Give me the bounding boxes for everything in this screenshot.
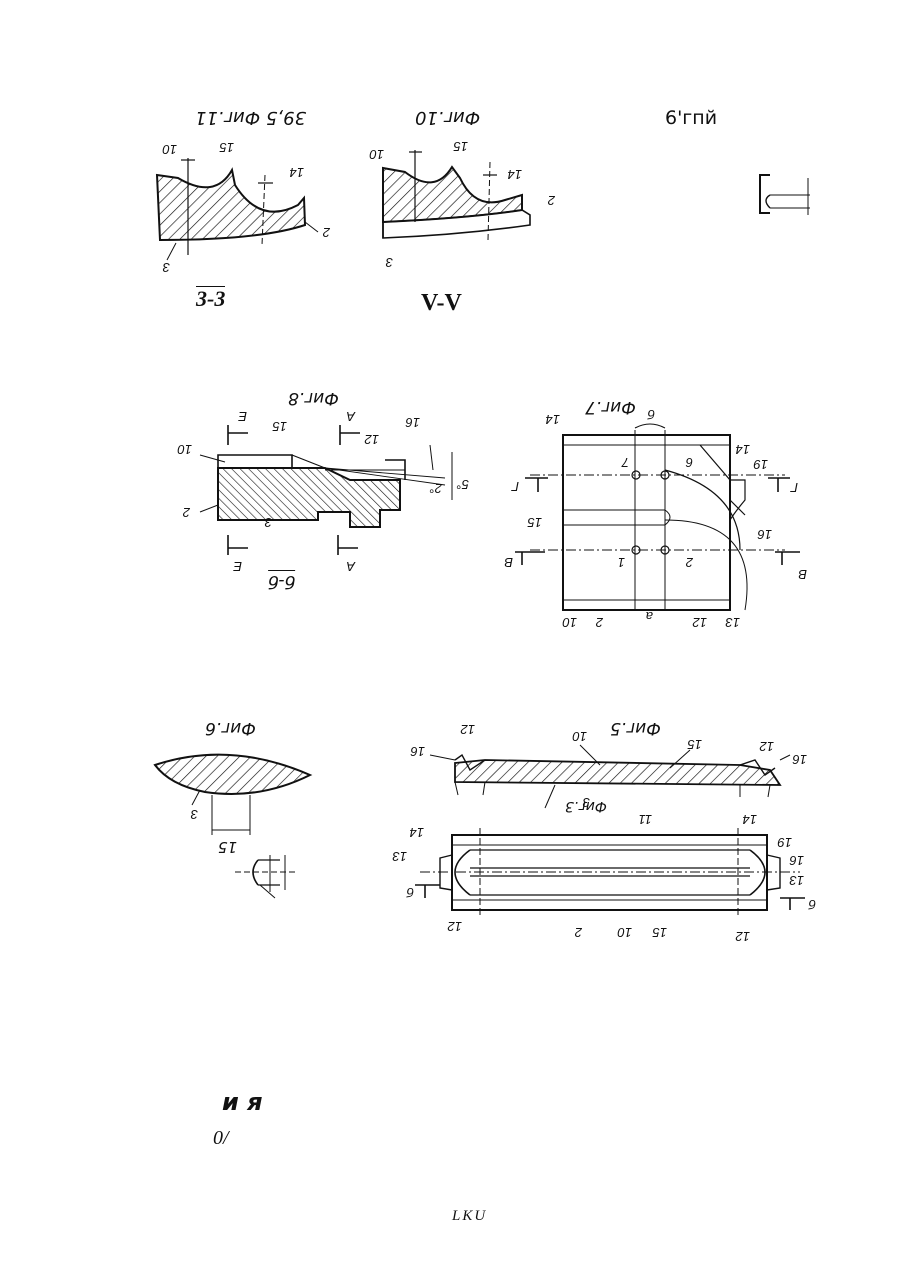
svg-text:12: 12 bbox=[735, 929, 750, 944]
section-v-v-label: V-V bbox=[421, 290, 462, 317]
svg-text:10: 10 bbox=[572, 729, 587, 744]
svg-text:14: 14 bbox=[508, 167, 522, 182]
svg-text:12: 12 bbox=[692, 615, 707, 630]
svg-text:2: 2 bbox=[574, 925, 583, 940]
fig11-drawing: 10 15 14 2 3 bbox=[157, 140, 331, 275]
fig10-caption: Фиг.10 bbox=[415, 107, 480, 128]
svg-text:16: 16 bbox=[410, 744, 425, 759]
svg-text:19: 19 bbox=[754, 457, 768, 472]
svg-text:14: 14 bbox=[743, 812, 757, 827]
svg-text:3: 3 bbox=[162, 260, 170, 275]
svg-text:3: 3 bbox=[264, 515, 272, 530]
svg-text:15: 15 bbox=[687, 737, 702, 752]
fig11-caption: 39,5 Фиг.11 bbox=[195, 107, 306, 128]
svg-text:3: 3 bbox=[190, 807, 198, 822]
svg-text:11: 11 bbox=[639, 812, 653, 827]
svg-text:15: 15 bbox=[453, 139, 468, 154]
svg-text:A: A bbox=[346, 559, 356, 574]
svg-text:14: 14 bbox=[546, 412, 560, 427]
fig6-caption: Фиг.6 bbox=[205, 718, 256, 738]
svg-text:E: E bbox=[238, 409, 247, 424]
svg-text:10: 10 bbox=[177, 442, 192, 457]
svg-text:7: 7 bbox=[621, 455, 629, 470]
svg-text:19: 19 bbox=[778, 835, 792, 850]
footer-bold-text: и я bbox=[222, 1088, 263, 1116]
svg-text:15: 15 bbox=[219, 140, 234, 155]
svg-text:12: 12 bbox=[460, 722, 475, 737]
dimension-15-label: 15 bbox=[218, 838, 237, 856]
svg-text:б: б bbox=[808, 897, 816, 912]
svg-text:2: 2 bbox=[547, 193, 556, 208]
fig3-drawing: 3 14 13 б 11 14 19 16 13 б 12 2 10 15 12 bbox=[392, 795, 816, 944]
svg-text:14: 14 bbox=[736, 442, 750, 457]
svg-text:Г: Г bbox=[511, 479, 519, 494]
svg-text:б: б bbox=[647, 407, 655, 422]
svg-text:2: 2 bbox=[595, 615, 604, 630]
svg-text:16: 16 bbox=[757, 527, 772, 542]
fig7-caption: Фиг.7 bbox=[585, 397, 636, 417]
svg-text:15: 15 bbox=[527, 515, 542, 530]
fig8-caption: Фиг.8 bbox=[288, 388, 339, 408]
section-3-3-label: 3-3 bbox=[196, 286, 225, 311]
svg-text:16: 16 bbox=[792, 752, 807, 767]
fig9-drawing bbox=[760, 175, 810, 215]
footer-mark: 0/ bbox=[213, 1127, 229, 1150]
svg-text:12: 12 bbox=[759, 739, 774, 754]
svg-text:13: 13 bbox=[789, 873, 804, 888]
svg-text:б: б bbox=[406, 885, 414, 900]
svg-text:A: A bbox=[346, 409, 356, 424]
svg-text:12: 12 bbox=[364, 432, 379, 447]
svg-text:Г: Г bbox=[790, 480, 798, 495]
svg-text:2: 2 bbox=[322, 225, 331, 240]
svg-text:1: 1 bbox=[618, 555, 625, 570]
svg-text:2°: 2° bbox=[430, 481, 443, 496]
svg-text:E: E bbox=[233, 559, 242, 574]
svg-text:5°: 5° bbox=[457, 477, 469, 492]
fig5-caption: Фиг.5 bbox=[610, 718, 661, 738]
fig5-drawing: 12 16 10 15 12 16 bbox=[410, 722, 807, 808]
svg-text:15: 15 bbox=[272, 419, 287, 434]
svg-text:16: 16 bbox=[405, 415, 420, 430]
fig7-drawing: 14 14 19 7 6 15 16 1 2 б a 10 2 12 13 Г … bbox=[504, 407, 807, 630]
svg-text:В: В bbox=[798, 567, 807, 582]
fig9-caption: 6'гпй bbox=[665, 107, 717, 129]
svg-text:14: 14 bbox=[410, 825, 424, 840]
svg-text:6: 6 bbox=[685, 455, 693, 470]
svg-text:10: 10 bbox=[617, 925, 632, 940]
svg-text:12: 12 bbox=[447, 919, 462, 934]
svg-text:2: 2 bbox=[182, 505, 191, 520]
svg-text:16: 16 bbox=[789, 853, 804, 868]
svg-text:10: 10 bbox=[562, 615, 577, 630]
fig8-section-label: б-б bbox=[268, 570, 295, 591]
fig10-drawing: 10 15 14 2 3 bbox=[369, 139, 556, 270]
fig3-caption: Фиг.3 bbox=[565, 798, 607, 814]
svg-text:2: 2 bbox=[685, 555, 694, 570]
footer-code: LKU bbox=[452, 1208, 487, 1225]
svg-text:В: В bbox=[504, 555, 513, 570]
fig6-drawing: 3 bbox=[155, 755, 310, 898]
svg-text:a: a bbox=[646, 609, 653, 624]
svg-text:13: 13 bbox=[725, 615, 740, 630]
svg-text:15: 15 bbox=[652, 925, 667, 940]
svg-text:10: 10 bbox=[369, 147, 384, 162]
svg-text:3: 3 bbox=[385, 255, 393, 270]
svg-text:13: 13 bbox=[392, 849, 407, 864]
fig8-drawing: 10 15 12 16 2 3 E A E A 2° 5° bbox=[177, 409, 469, 574]
svg-text:14: 14 bbox=[290, 165, 304, 180]
svg-text:10: 10 bbox=[162, 142, 177, 157]
